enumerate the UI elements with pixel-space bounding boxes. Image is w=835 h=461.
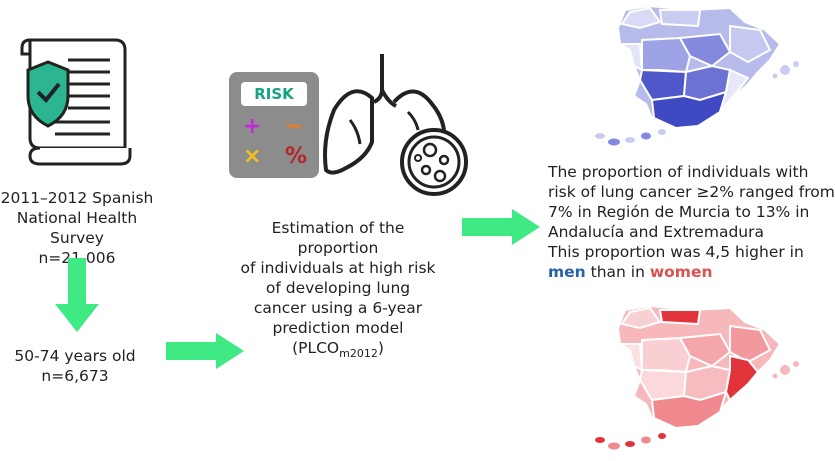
down-arrow (55, 258, 99, 336)
age-label: 50-74 years old n=6,673 (14, 347, 136, 385)
women-label: women (649, 263, 713, 281)
lungs-icon (322, 50, 482, 200)
men-label: men (548, 263, 586, 281)
shield-icon (26, 60, 70, 128)
model-name: (PLCOm2012) (292, 339, 384, 361)
plus-icon: + (243, 114, 262, 139)
spain-map-blue (580, 0, 810, 160)
spain-map-red (580, 300, 810, 457)
calculator-screen: RISK (241, 82, 307, 106)
result-comparison: men than in women (548, 263, 713, 281)
survey-label: 2011–2012 Spanish National Health Survey… (0, 189, 154, 267)
times-icon: × (243, 144, 262, 169)
survey-document-icon (0, 30, 140, 170)
percent-icon: % (285, 144, 308, 169)
right-arrow-1 (166, 333, 244, 373)
estimation-label: Estimation of the proportion of individu… (238, 218, 438, 364)
right-arrow-2 (462, 209, 540, 249)
minus-icon: − (285, 114, 304, 139)
result-label: The proportion of individuals with risk … (548, 163, 835, 281)
calculator-icon: RISK + − × % (229, 72, 319, 178)
